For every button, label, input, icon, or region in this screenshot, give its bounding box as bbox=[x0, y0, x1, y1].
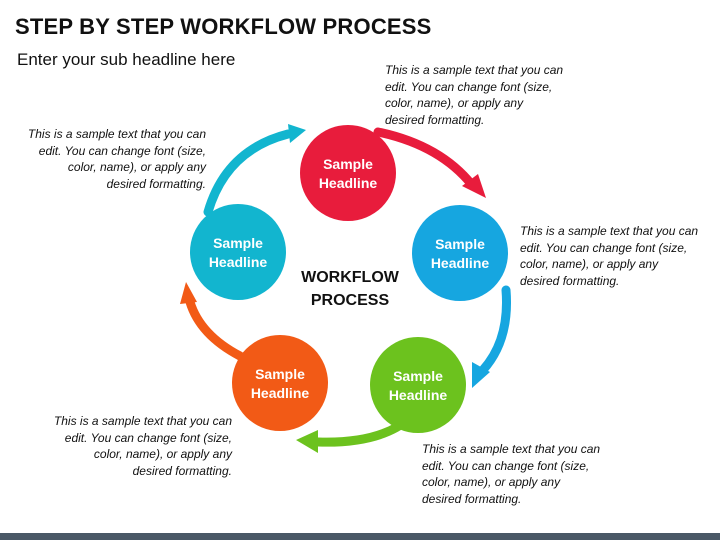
step-circle-1 bbox=[300, 125, 396, 221]
step-4-description: This is a sample text that you can edit.… bbox=[53, 414, 232, 478]
step-circle-4 bbox=[232, 335, 328, 431]
step-4-headline: Sample Headline bbox=[225, 365, 335, 403]
step-4-headline-line2: Headline bbox=[250, 385, 310, 401]
center-label-line2: PROCESS bbox=[310, 292, 390, 309]
arrow-green-to-orange-head bbox=[296, 430, 318, 453]
step-2-description: This is a sample text that you can edit.… bbox=[520, 224, 699, 288]
arrow-teal-to-red-head bbox=[288, 124, 306, 143]
step-circle-2 bbox=[412, 205, 508, 301]
arrow-orange-to-teal bbox=[185, 297, 245, 361]
arrow-blue-to-green-head bbox=[472, 362, 490, 388]
step-3-headline-line2: Headline bbox=[388, 387, 448, 403]
arrow-blue-to-green bbox=[478, 285, 511, 375]
step-4-headline-line1: Sample bbox=[255, 366, 305, 382]
step-3-headline: Sample Headline bbox=[363, 367, 473, 405]
step-1-headline-line1: Sample bbox=[323, 156, 373, 172]
arrow-teal-to-red bbox=[203, 129, 293, 217]
step-5-description: This is a sample text that you can edit.… bbox=[27, 127, 206, 191]
page-subtitle: Enter your sub headline here bbox=[17, 50, 236, 69]
step-5-headline-line2: Headline bbox=[208, 254, 268, 270]
step-5-headline-line1: Sample bbox=[213, 235, 263, 251]
step-2-headline-line2: Headline bbox=[430, 255, 490, 271]
step-2-headline-line1: Sample bbox=[435, 236, 485, 252]
step-circle-3 bbox=[370, 337, 466, 433]
step-1-description: This is a sample text that you can edit.… bbox=[385, 63, 564, 127]
step-3-headline-line1: Sample bbox=[393, 368, 443, 384]
step-circle-5 bbox=[190, 204, 286, 300]
center-label: WORKFLOW PROCESS bbox=[280, 266, 420, 312]
arrow-red-to-blue bbox=[373, 127, 477, 190]
step-1-headline-line2: Headline bbox=[318, 175, 378, 191]
step-1-headline: Sample Headline bbox=[293, 155, 403, 193]
center-label-line1: WORKFLOW bbox=[301, 269, 399, 286]
footer-bar bbox=[0, 533, 720, 540]
step-5-headline: Sample Headline bbox=[183, 234, 293, 272]
arrow-red-to-blue-head bbox=[462, 174, 486, 198]
step-2-headline: Sample Headline bbox=[405, 235, 515, 273]
step-3-description: This is a sample text that you can edit.… bbox=[422, 442, 601, 506]
arrow-orange-to-teal-head bbox=[180, 282, 197, 304]
page-title: STEP BY STEP WORKFLOW PROCESS bbox=[15, 14, 432, 39]
